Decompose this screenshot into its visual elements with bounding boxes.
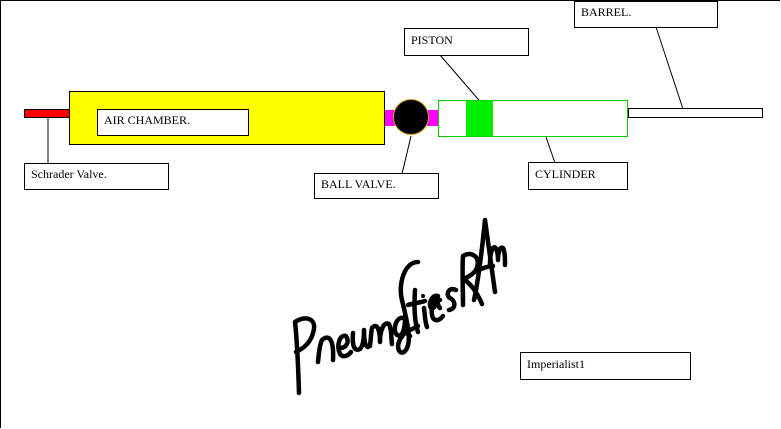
glyph-i-dot <box>421 294 425 298</box>
barrel <box>628 108 763 118</box>
glyph-a-2 <box>427 293 443 311</box>
ball-valve <box>393 99 429 135</box>
leader-piston <box>439 54 485 107</box>
label-barrel: BARREL. <box>574 1 718 28</box>
glyph-g-capital <box>395 259 421 355</box>
label-schrader-valve: Schrader Valve. <box>24 163 169 190</box>
glyph-t-cross <box>405 298 428 308</box>
leader-cylinder <box>545 136 556 164</box>
label-author: Imperialist1 <box>520 352 691 380</box>
glyph-n <box>315 335 336 365</box>
glyph-s <box>445 286 459 313</box>
glyph-u <box>350 327 371 352</box>
glyph-i <box>421 305 430 330</box>
piston <box>466 101 493 136</box>
leader-barrel <box>655 26 684 110</box>
label-piston: PISTON <box>404 28 529 56</box>
label-cylinder: CYLINDER <box>528 162 628 190</box>
glyph-p <box>292 316 317 396</box>
ball-valve-connector-left <box>385 110 395 126</box>
ball-valve-connector-right <box>427 110 438 126</box>
leader-ball-valve <box>401 135 412 175</box>
label-ball-valve: BALL VALVE. <box>314 173 439 199</box>
glyph-m-2 <box>487 245 508 268</box>
glyph-e <box>336 333 354 359</box>
glyph-m <box>367 321 395 349</box>
label-air-chamber: AIR CHAMBER. <box>97 109 249 136</box>
glyph-a-capital-bar <box>475 263 496 273</box>
